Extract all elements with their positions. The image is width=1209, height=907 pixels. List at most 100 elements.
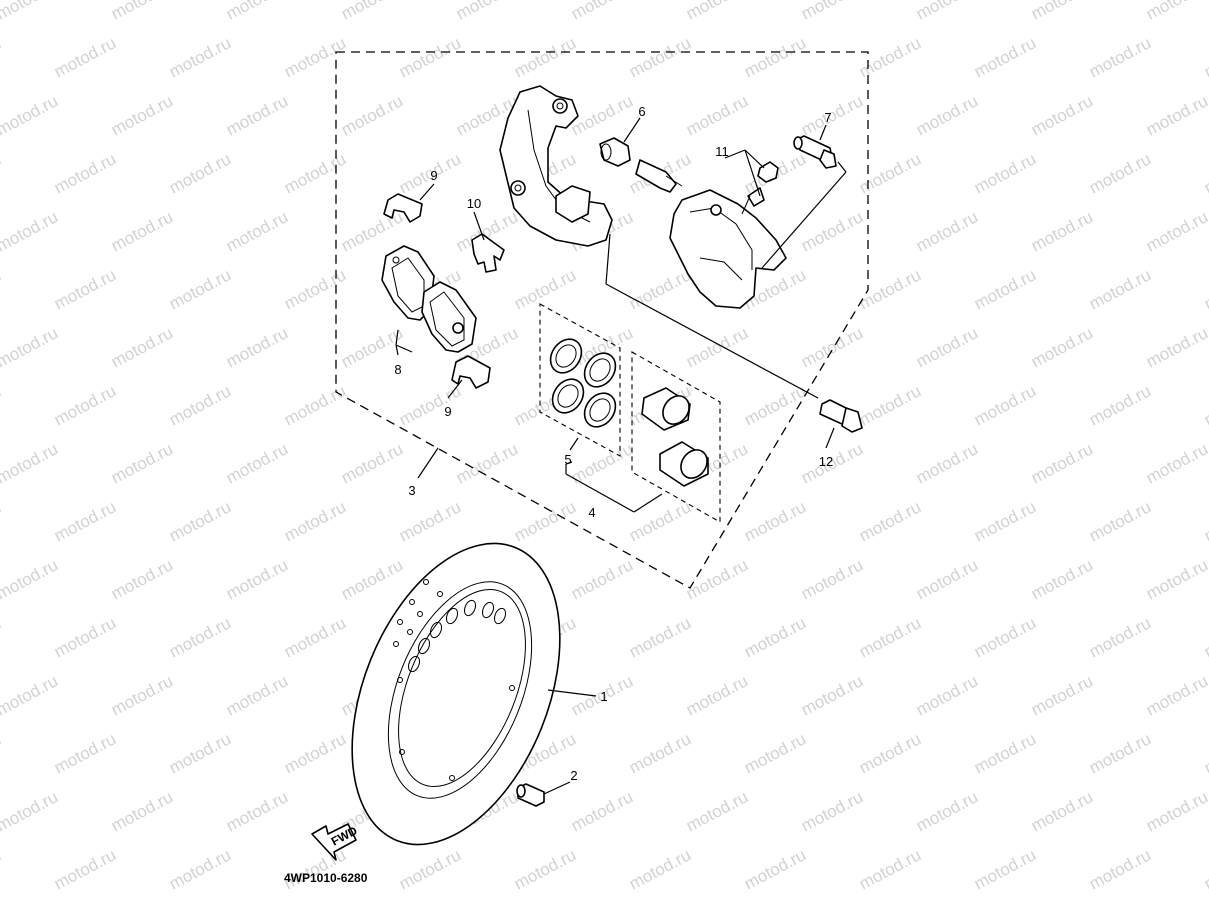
callout-1: 1 [600,689,607,704]
callout-11: 11 [715,144,729,159]
watermark-text: motod.ru [51,845,119,893]
watermark-text: motod.ru [108,671,176,719]
callout-3: 3 [408,483,415,498]
caliper-bracket [499,85,613,247]
watermark-text: motod.ru [108,903,176,907]
watermark-text: motod.ru [223,787,291,835]
watermark-text: motod.ru [51,497,119,545]
callout-5: 5 [564,452,571,467]
watermark-text: motod.ru [223,671,291,719]
watermark-text: motod.ru [511,265,579,313]
watermark-text: motod.ru [0,0,61,24]
watermark-text: motod.ru [51,265,119,313]
watermark-text: motod.ru [396,381,464,429]
watermark-text: motod.ru [913,207,981,255]
watermark-text: motod.ru [338,207,406,255]
watermark-text: motod.ru [1201,33,1209,81]
watermark-text: motod.ru [856,729,924,777]
watermark-text: motod.ru [1028,207,1096,255]
brake-disc [351,542,561,846]
watermark-text: motod.ru [0,33,4,81]
watermark-text: motod.ru [798,91,866,139]
watermark-text: motod.ru [396,497,464,545]
watermark-text: motod.ru [1028,91,1096,139]
watermark-text: motod.ru [0,323,61,371]
callout-7: 7 [824,110,831,125]
watermark-text: motod.ru [1143,787,1209,835]
watermark-text: motod.ru [1201,265,1209,313]
watermark-text: motod.ru [0,845,4,893]
watermark-text: motod.ru [1028,787,1096,835]
watermark-text: motod.ru [0,555,61,603]
watermark-text: motod.ru [223,91,291,139]
watermark-text: motod.ru [1028,439,1096,487]
watermark-text: motod.ru [1028,0,1096,24]
watermark-text: motod.ru [626,845,694,893]
watermark-text: motod.ru [1201,729,1209,777]
watermark-text: motod.ru [51,149,119,197]
watermark-text: motod.ru [338,0,406,24]
callout-6: 6 [638,104,645,119]
watermark-text: motod.ru [281,265,349,313]
callout-9-lower: 9 [444,404,451,419]
watermark-text: motod.ru [108,555,176,603]
watermark-text: motod.ru [281,149,349,197]
watermark-text: motod.ru [1028,903,1096,907]
watermark-text: motod.ru [856,613,924,661]
watermark-text: motod.ru [51,381,119,429]
watermark-text: motod.ru [51,33,119,81]
seal-kit-boundary [539,303,621,457]
watermark-text: motod.ru [281,613,349,661]
diagram-code: 4WP1010-6280 [284,871,368,885]
bolt-12 [819,399,863,433]
watermark-text: motod.ru [626,729,694,777]
watermark-text: motod.ru [971,33,1039,81]
watermark-text: motod.ru [0,91,61,139]
watermark-text: motod.ru [568,787,636,835]
watermark-text: motod.ru [1143,555,1209,603]
bolt-7 [793,135,837,169]
watermark-text: motod.ru [0,439,61,487]
watermark-text: motod.ru [741,33,809,81]
watermark-text: motod.ru [166,33,234,81]
watermark-text: motod.ru [798,323,866,371]
watermark-text: motod.ru [683,671,751,719]
watermark-text: motod.ru [166,149,234,197]
watermark-text: motod.ru [223,323,291,371]
watermark-text: motod.ru [0,207,61,255]
watermark-text: motod.ru [108,439,176,487]
watermark-text: motod.ru [338,439,406,487]
watermark-text: motod.ru [0,671,61,719]
watermark-text: motod.ru [166,845,234,893]
pistons [641,387,709,487]
watermark-text: motod.ru [1143,439,1209,487]
watermark-text: motod.ru [1143,0,1209,24]
watermark-text: motod.ru [626,33,694,81]
caliper-assembly-boundary [335,51,869,589]
watermark-text: motod.ru [683,91,751,139]
watermark-text: motod.ru [338,91,406,139]
watermark-text: motod.ru [913,787,981,835]
callout-8: 8 [394,362,401,377]
watermark-text: motod.ru [0,613,4,661]
watermark-text: motod.ru [453,439,521,487]
watermark-text: motod.ru [856,497,924,545]
watermark-text: motod.ru [51,729,119,777]
watermark-text: motod.ru [166,729,234,777]
watermark-text: motod.ru [798,903,866,907]
watermark-text: motod.ru [511,497,579,545]
watermark-text: motod.ru [913,903,981,907]
watermark-text: motod.ru [338,903,406,907]
watermark-text: motod.ru [1201,497,1209,545]
watermark-text: motod.ru [108,91,176,139]
callout-9-upper: 9 [430,168,437,183]
watermark-text: motod.ru [798,555,866,603]
watermark-text: motod.ru [1028,323,1096,371]
watermark-text: motod.ru [1086,381,1154,429]
leader-lines [395,117,847,795]
brake-pads [381,245,477,353]
watermark-text: motod.ru [1201,149,1209,197]
pad-clip-upper [383,193,423,223]
watermark-text: motod.ru [856,149,924,197]
slide-pin-boot [599,137,683,193]
